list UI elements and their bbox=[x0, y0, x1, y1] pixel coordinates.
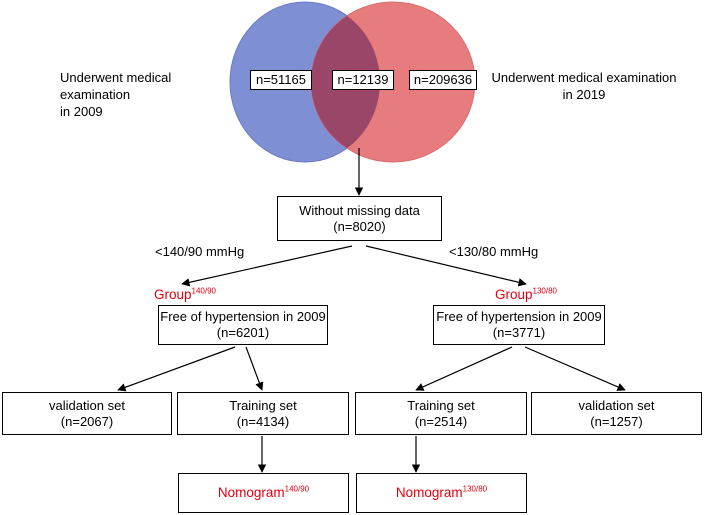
arrow-to-left-group bbox=[181, 245, 353, 287]
group-right-sup: 130/80 bbox=[532, 286, 557, 296]
venn-right-caption: Underwent medical examination in 2019 bbox=[484, 69, 684, 103]
right-nomogram-main: Nomogram bbox=[395, 485, 463, 500]
box-right-free-of-hypertension: Free of hypertension in 2009 (n=3771) bbox=[433, 305, 605, 345]
left-training-count: (n=4134) bbox=[236, 413, 290, 429]
venn-left-caption-line2: in 2009 bbox=[60, 104, 103, 119]
venn-left-caption: Underwent medical examination in 2009 bbox=[40, 69, 240, 120]
group-140-90-label: Group140/90 bbox=[135, 286, 235, 303]
right-training-title: Training set bbox=[407, 397, 475, 413]
left-nomogram-label: Nomogram140/90 bbox=[218, 485, 309, 501]
venn-overlap bbox=[311, 2, 380, 162]
arrow-to-right-group bbox=[365, 245, 527, 287]
right-validation-title: validation set bbox=[578, 397, 655, 413]
right-free-count: (n=3771) bbox=[492, 325, 546, 340]
arrow-to-right-validation bbox=[524, 346, 626, 391]
box-left-nomogram: Nomogram140/90 bbox=[178, 473, 349, 513]
left-free-title: Free of hypertension in 2009 bbox=[160, 309, 326, 324]
right-training-count: (n=2514) bbox=[414, 413, 468, 429]
venn-left-count: n=51165 bbox=[250, 70, 312, 90]
box-left-free-of-hypertension: Free of hypertension in 2009 (n=6201) bbox=[158, 305, 328, 345]
left-free-count: (n=6201) bbox=[216, 325, 270, 340]
right-nomogram-label: Nomogram130/80 bbox=[396, 485, 487, 501]
box-right-training-set: Training set (n=2514) bbox=[355, 392, 527, 435]
venn-right-caption-line1: Underwent medical examination bbox=[491, 70, 677, 85]
left-validation-count: (n=2067) bbox=[60, 413, 114, 429]
no-missing-count: (n=8020) bbox=[333, 218, 386, 234]
venn-overlap-count: n=12139 bbox=[332, 70, 394, 90]
box-left-training-set: Training set (n=4134) bbox=[177, 392, 349, 435]
box-right-nomogram: Nomogram130/80 bbox=[356, 473, 527, 513]
left-threshold-label: <140/90 mmHg bbox=[155, 244, 245, 259]
venn-left-caption-line1: Underwent medical examination bbox=[60, 70, 172, 102]
left-nomogram-main: Nomogram bbox=[217, 485, 285, 500]
box-right-validation-set: validation set (n=1257) bbox=[531, 392, 702, 435]
group-130-80-label: Group130/80 bbox=[476, 286, 576, 303]
no-missing-title: Without missing data bbox=[299, 202, 420, 218]
arrow-to-right-training bbox=[415, 346, 513, 391]
group-left-sup: 140/90 bbox=[191, 286, 216, 296]
left-training-title: Training set bbox=[229, 397, 297, 413]
box-without-missing-data: Without missing data (n=8020) bbox=[277, 196, 442, 241]
right-free-title: Free of hypertension in 2009 bbox=[436, 309, 602, 324]
arrow-to-left-training bbox=[245, 346, 264, 391]
arrow-to-left-validation bbox=[117, 346, 236, 392]
venn-right-count: n=209636 bbox=[409, 70, 477, 90]
right-nomogram-sup: 130/80 bbox=[462, 484, 488, 494]
right-validation-count: (n=1257) bbox=[590, 413, 643, 429]
right-threshold-label: <130/80 mmHg bbox=[449, 244, 539, 259]
left-validation-title: validation set bbox=[49, 397, 125, 413]
group-left-main: Group bbox=[154, 287, 192, 302]
venn-right-caption-line2: in 2019 bbox=[562, 87, 606, 102]
group-right-main: Group bbox=[495, 287, 533, 302]
left-nomogram-sup: 140/90 bbox=[284, 484, 310, 494]
box-left-validation-set: validation set (n=2067) bbox=[2, 392, 172, 435]
